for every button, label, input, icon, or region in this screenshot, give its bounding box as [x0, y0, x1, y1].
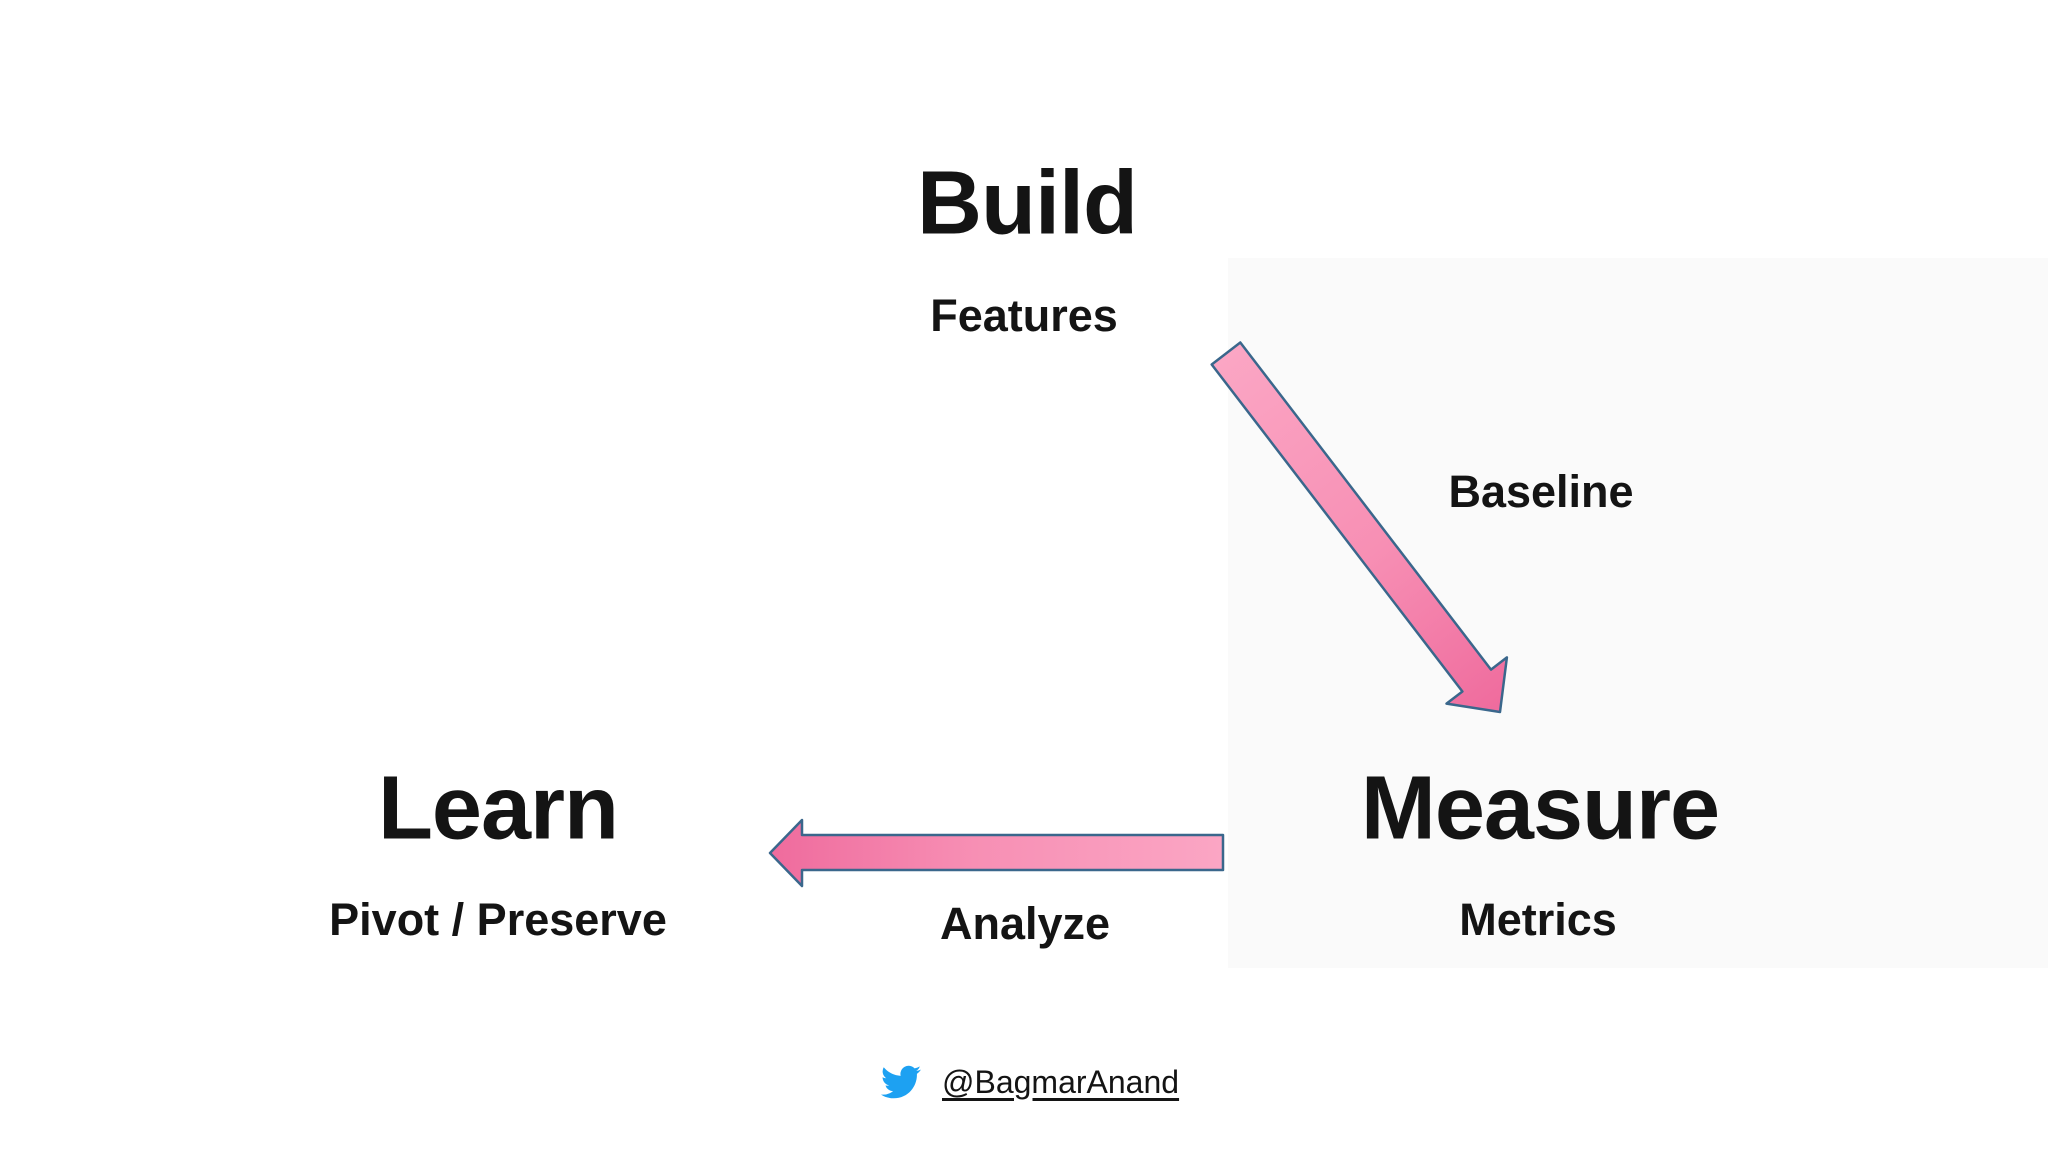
node-build-subtitle: Features [930, 290, 1118, 341]
arrow-baseline [1210, 341, 1509, 714]
node-measure-subtitle: Metrics [1459, 894, 1617, 945]
node-measure-title: Measure [1360, 758, 1720, 859]
arrow-analyze-label: Analyze [939, 898, 1111, 949]
twitter-handle-link[interactable]: @BagmarAnand [942, 1063, 1180, 1100]
background-tint [1228, 258, 2048, 968]
node-learn-subtitle: Pivot / Preserve [329, 894, 667, 945]
twitter-icon [881, 1065, 921, 1099]
node-learn-title: Learn [377, 758, 619, 859]
node-build-title: Build [917, 153, 1138, 254]
arrow-baseline-label: Baseline [1448, 466, 1634, 517]
footer: @BagmarAnand [877, 1062, 1179, 1102]
arrow-analyze [768, 818, 1225, 888]
